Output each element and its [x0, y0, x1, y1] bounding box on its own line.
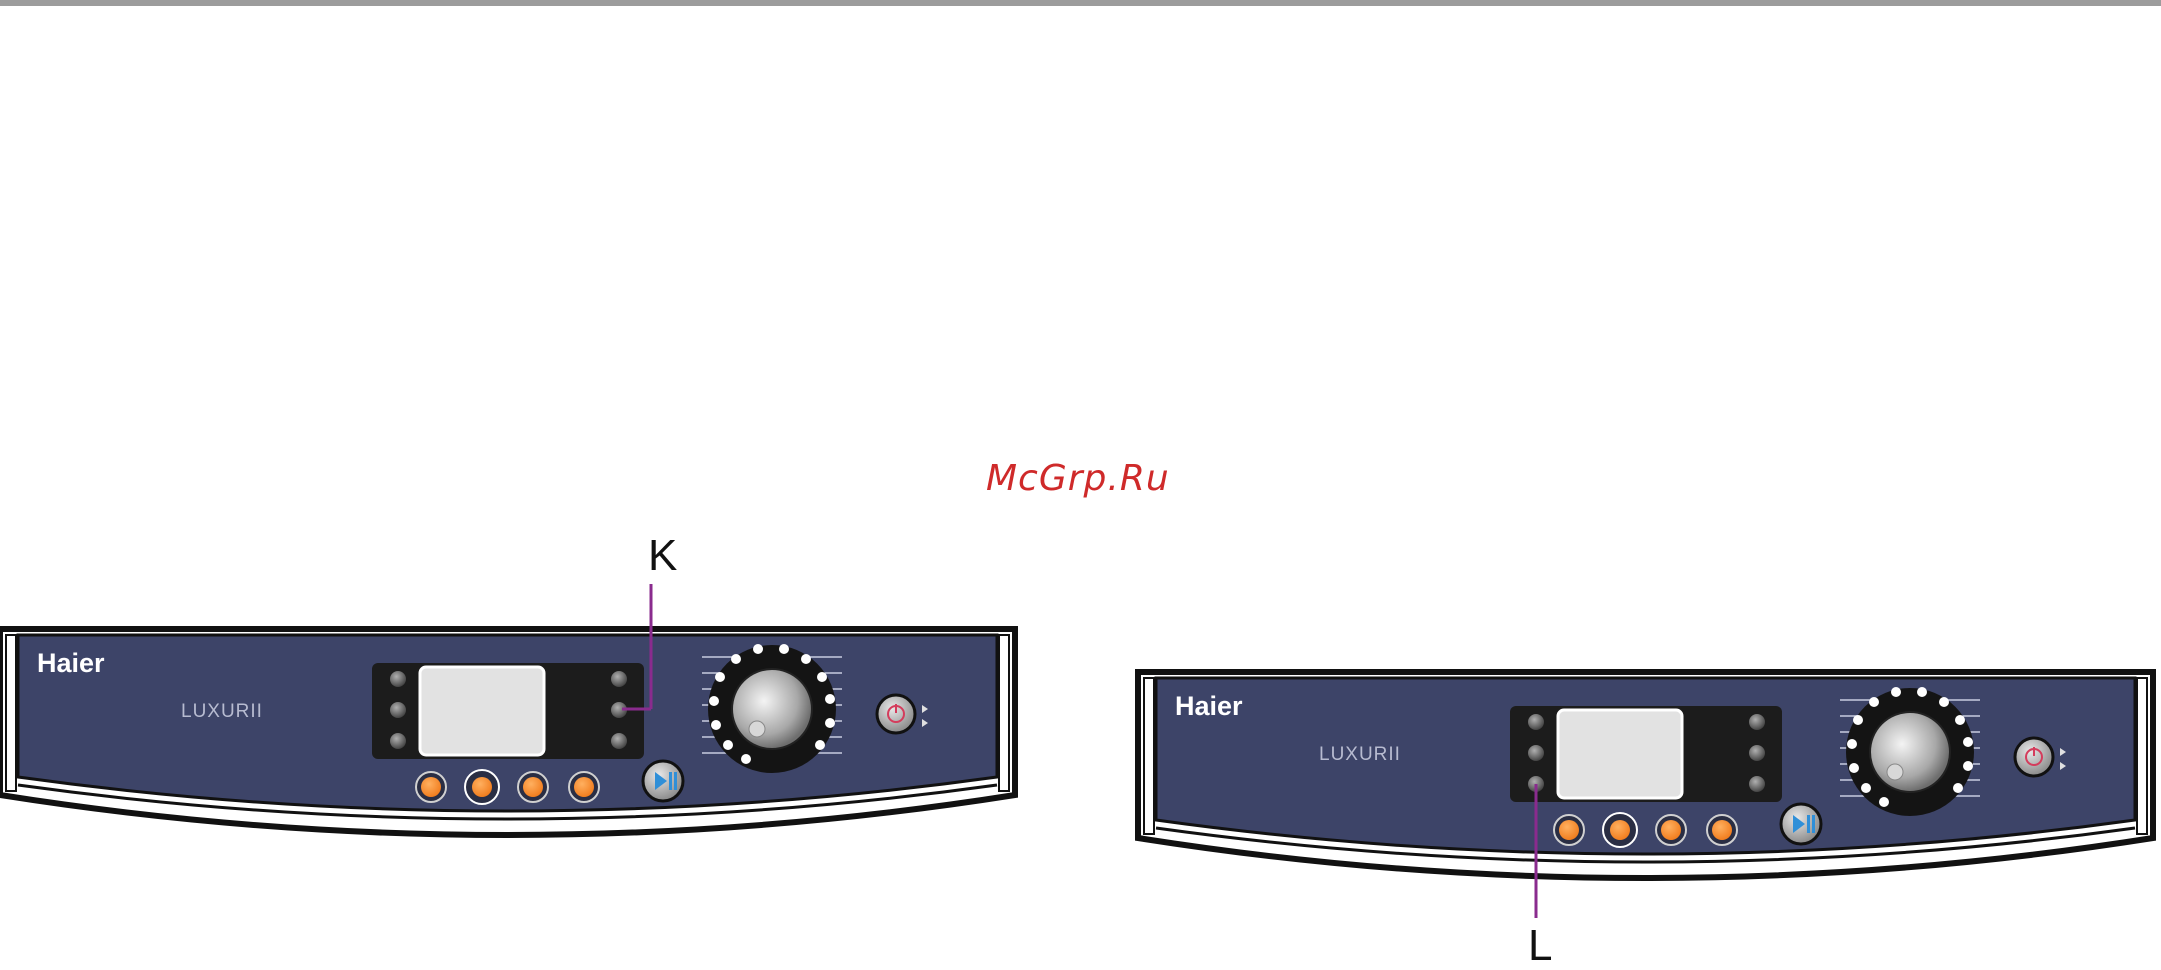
callout-label-k: K — [648, 534, 677, 578]
brand-logo-left: Haier — [37, 648, 105, 678]
model-logo-right: LUXURII — [1319, 744, 1401, 765]
model-logo-left: LUXURII — [181, 701, 263, 722]
brand-logo-right: Haier — [1175, 691, 1243, 721]
callout-label-l: L — [1528, 924, 1552, 968]
control-panel-left: Haier LUXURII — [0, 629, 1015, 835]
control-panel-right: Haier LUXURII — [1138, 672, 2153, 878]
